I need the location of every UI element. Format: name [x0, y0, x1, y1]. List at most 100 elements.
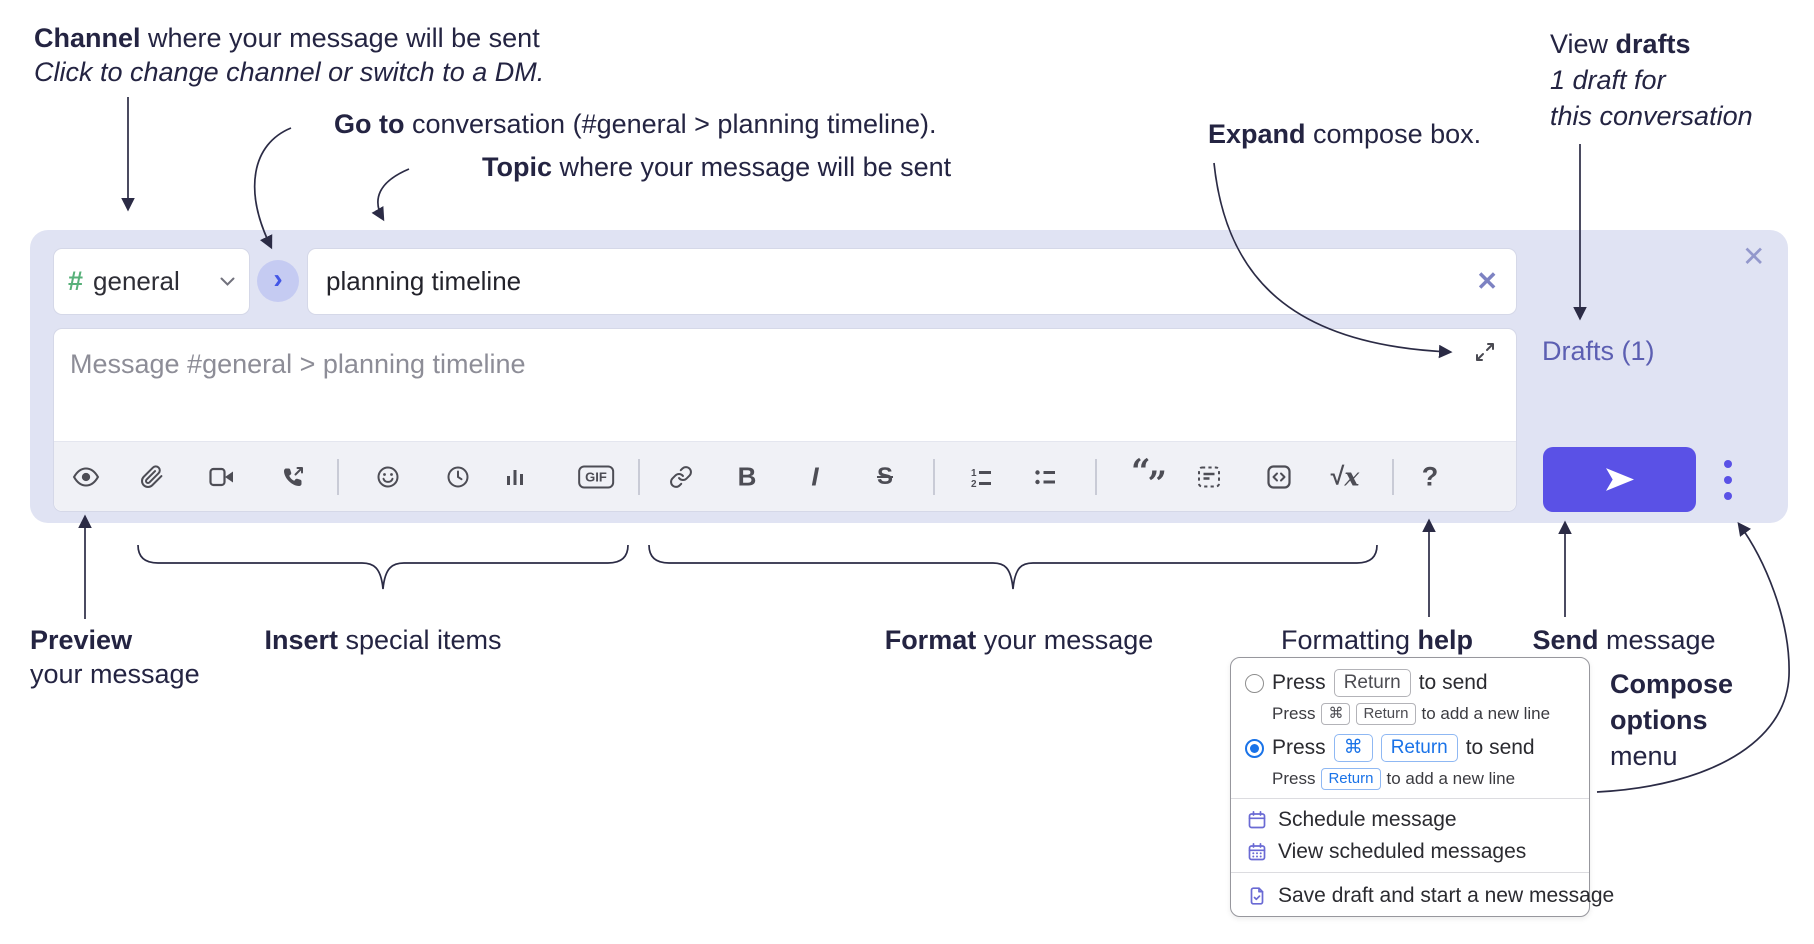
format-brace — [648, 544, 1378, 590]
topic-input[interactable]: planning timeline ✕ — [307, 248, 1517, 315]
topic-annotation-bold: Topic — [482, 152, 552, 182]
strikethrough-icon[interactable]: S — [876, 462, 894, 490]
audio-call-icon[interactable] — [281, 465, 305, 489]
view-drafts-line2-text: 1 draft for — [1550, 65, 1666, 95]
format-annotation: Format your message — [885, 624, 1154, 656]
channel-annotation: Channel where your message will be sent — [34, 22, 540, 54]
option-cmd-return-to-send[interactable]: Press ⌘ Return to send — [1245, 734, 1535, 762]
goto-annotation: Go to conversation (#general > planning … — [334, 108, 937, 140]
preview-annotation-line2: your message — [30, 659, 200, 689]
toolbar-divider — [1095, 458, 1097, 495]
message-box[interactable]: Message #general > planning timeline — [53, 328, 1517, 512]
preview-annotation-bold: Preview — [30, 625, 133, 655]
attachment-paperclip-icon[interactable] — [140, 464, 164, 489]
chevron-right-icon: › — [273, 263, 283, 294]
svg-text:1: 1 — [971, 468, 977, 479]
send-annotation-bold: Send — [1532, 625, 1599, 655]
option-cmd-return-subtext: Press Return to add a new line — [1272, 768, 1515, 790]
option2-press: Press — [1272, 736, 1326, 759]
radio-selected-icon[interactable] — [1245, 738, 1264, 758]
option-return-subtext: Press ⌘ Return to add a new line — [1272, 703, 1550, 725]
menu-divider — [1231, 872, 1589, 873]
quote-open: “ — [1131, 451, 1151, 492]
topic-annotation-rest: where your message will be sent — [552, 152, 952, 182]
channel-annotation-rest: where your message will be sent — [140, 23, 540, 53]
close-icon[interactable]: ✕ — [1742, 241, 1766, 272]
expand-annotation-bold: Expand — [1208, 119, 1306, 149]
view-drafts-annotation: View drafts — [1550, 28, 1691, 60]
save-draft-label: Save draft and start a new message — [1278, 884, 1615, 907]
send-annotation: Send message — [1532, 624, 1715, 656]
formatting-help-annotation: Formatting help — [1281, 624, 1473, 656]
channel-annotation-bold: Channel — [34, 23, 141, 53]
return-keycap-small-blue: Return — [1321, 768, 1381, 790]
compose-options-line1-text: Compose — [1610, 669, 1734, 699]
gif-icon[interactable]: GIF — [578, 465, 614, 488]
video-clip-icon[interactable] — [209, 467, 235, 487]
inline-code-icon[interactable] — [1266, 464, 1292, 490]
return-keycap: Return — [1333, 669, 1411, 697]
topic-annotation: Topic where your message will be sent — [482, 151, 951, 183]
goto-conversation-button[interactable]: › — [257, 260, 299, 302]
menu-item-save-draft[interactable]: Save draft and start a new message — [1247, 884, 1614, 908]
menu-divider — [1231, 798, 1589, 799]
root-glyph: √ — [1330, 462, 1345, 490]
option1-sub-press: Press — [1272, 704, 1316, 723]
channel-selector[interactable]: # general — [53, 248, 250, 315]
toolbar-divider — [933, 458, 935, 495]
bulleted-list-icon[interactable] — [1033, 465, 1057, 489]
option2-sub-press: Press — [1272, 769, 1316, 788]
format-annotation-rest: your message — [976, 625, 1154, 655]
menu-item-schedule-message[interactable]: Schedule message — [1247, 808, 1457, 832]
bold-icon[interactable]: B — [737, 461, 757, 491]
channel-hash-icon: # — [68, 266, 84, 296]
code-block-icon[interactable] — [1196, 464, 1222, 490]
cmd-keycap: ⌘ — [1321, 703, 1351, 725]
channel-name: general — [93, 266, 180, 296]
view-drafts-line2: 1 draft for — [1550, 64, 1666, 96]
topic-value: planning timeline — [326, 266, 522, 296]
preview-eye-icon[interactable] — [72, 465, 100, 488]
drafts-link[interactable]: Drafts (1) — [1542, 336, 1655, 366]
toolbar-divider — [337, 458, 339, 495]
send-button[interactable] — [1543, 447, 1696, 512]
menu-item-view-scheduled[interactable]: View scheduled messages — [1247, 840, 1526, 864]
return-keycap-blue: Return — [1380, 734, 1458, 762]
cmd-keycap-blue: ⌘ — [1333, 734, 1373, 762]
send-plane-icon — [1605, 468, 1634, 491]
formatting-help-icon[interactable]: ? — [1421, 461, 1439, 491]
view-drafts-line3: this conversation — [1550, 100, 1753, 132]
toolbar-divider — [1392, 458, 1394, 495]
compose-options-annotation-line1: Compose — [1610, 668, 1733, 700]
link-icon[interactable] — [669, 465, 693, 489]
compose-options-menu: Press Return to send Press ⌘ Return to a… — [1230, 657, 1614, 917]
option1-sub-suffix: to add a new line — [1421, 704, 1551, 723]
view-drafts-line3-text: this conversation — [1550, 101, 1753, 131]
insert-annotation: Insert special items — [264, 624, 501, 656]
option2-suffix: to send — [1465, 736, 1535, 759]
kebab-dot — [1724, 476, 1732, 484]
channel-annotation-line2: Click to change channel or switch to a D… — [34, 56, 544, 88]
clear-topic-icon[interactable]: ✕ — [1476, 266, 1498, 296]
emoji-icon[interactable] — [376, 465, 400, 489]
quote-close: ” — [1147, 463, 1167, 504]
poll-bars-icon[interactable] — [504, 466, 526, 488]
draft-document-icon — [1250, 887, 1264, 905]
italic-icon[interactable]: I — [811, 461, 819, 491]
expand-icon[interactable] — [1474, 341, 1496, 363]
compose-options-line2-text: options — [1610, 705, 1708, 735]
formula-icon[interactable]: √x — [1331, 462, 1360, 491]
radio-unselected-icon[interactable] — [1245, 673, 1264, 693]
message-placeholder: Message #general > planning timeline — [70, 349, 526, 379]
option-return-to-send[interactable]: Press Return to send — [1245, 669, 1488, 697]
recent-clock-icon[interactable] — [446, 465, 470, 489]
goto-annotation-rest: conversation (#general > planning timeli… — [404, 109, 937, 139]
topic-pointer-curve — [371, 168, 410, 222]
view-drafts-bold: drafts — [1615, 29, 1691, 59]
blockquote-icon[interactable]: “” — [1131, 452, 1167, 504]
expand-annotation-rest: compose box. — [1305, 119, 1482, 149]
compose-options-button[interactable] — [1720, 451, 1736, 509]
